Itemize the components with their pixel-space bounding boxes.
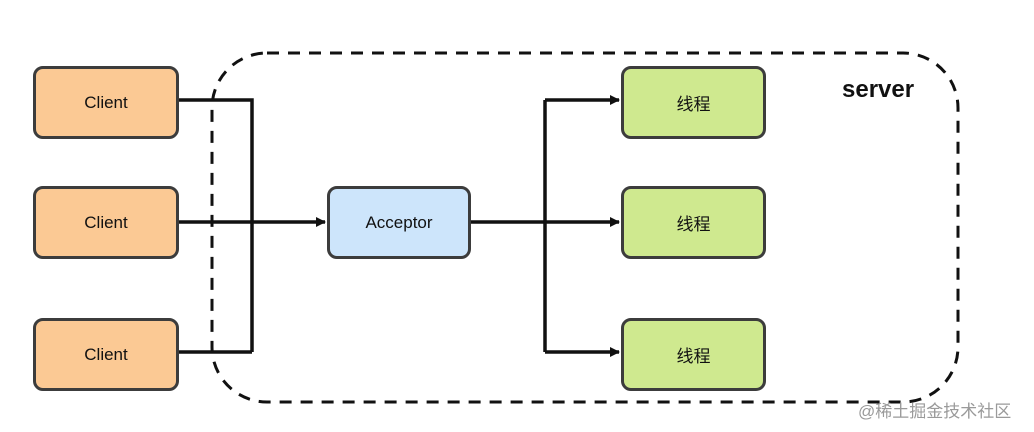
thread-node-2: 线程 — [621, 186, 766, 259]
thread-node-3: 线程 — [621, 318, 766, 391]
thread-node-1: 线程 — [621, 66, 766, 139]
client-node-2: Client — [33, 186, 179, 259]
server-boundary — [210, 51, 960, 404]
client-node-3: Client — [33, 318, 179, 391]
client-node-1: Client — [33, 66, 179, 139]
client1-connector — [179, 98, 254, 352]
server-label: server — [842, 76, 915, 103]
acceptor-node: Acceptor — [327, 186, 471, 259]
watermark: @稀土掘金技术社区 — [858, 402, 1012, 421]
